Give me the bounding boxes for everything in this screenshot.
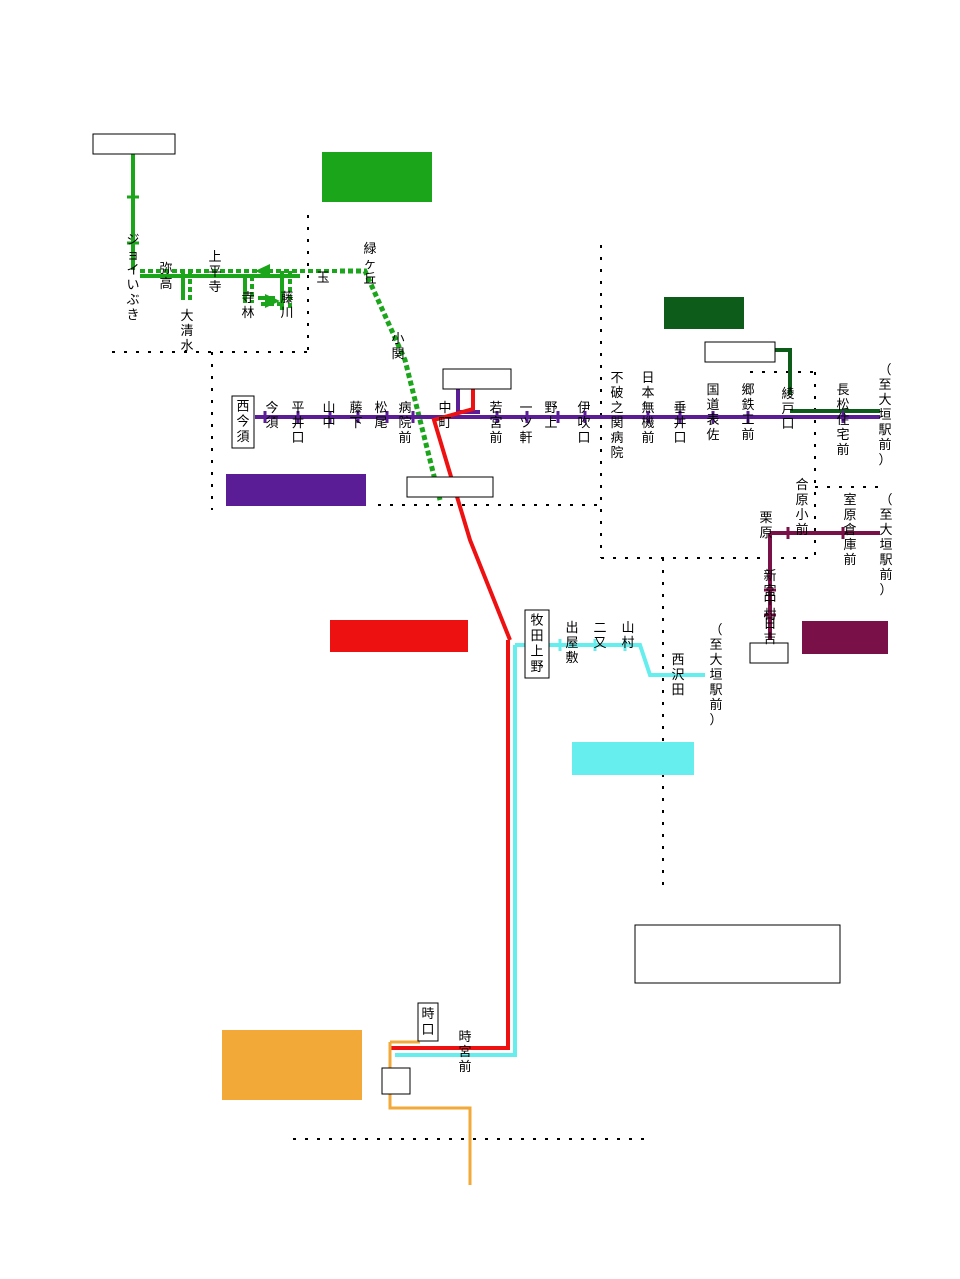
- direction-arrow: [265, 294, 280, 308]
- stop-label: 松尾: [374, 401, 387, 431]
- route-label-sanco: [222, 1030, 362, 1100]
- stop-label: （至大垣駅前）: [879, 493, 892, 598]
- stop-label: 若宮前: [489, 400, 502, 446]
- stop-box-label: 時口: [421, 1007, 434, 1038]
- stop-label: 時宮前: [458, 1030, 471, 1075]
- stop-label: 綾戸口: [781, 386, 794, 432]
- kokoku-line: [340, 268, 443, 501]
- stop-box: [704, 341, 776, 363]
- stop-label: 郷鉄工前: [741, 383, 754, 443]
- stop-box: [417, 1002, 439, 1042]
- stop-label: 弥高: [159, 261, 172, 292]
- stop-label: 栗原: [759, 511, 772, 541]
- direction-arrow: [255, 264, 270, 278]
- route-label-hiyoshi: [802, 621, 888, 654]
- stop-label: （至大垣駅前）: [709, 623, 722, 728]
- stop-label: 日吉: [763, 617, 776, 647]
- stop-label: （至大垣駅前）: [878, 363, 891, 468]
- sekigahara-tara-line: [390, 640, 510, 1050]
- stop-label: 玉: [316, 271, 329, 286]
- stop-label: 藤下: [349, 401, 362, 431]
- stop-label: 伊吹口: [577, 401, 590, 446]
- stop-label: 野上: [544, 401, 557, 431]
- stop-label: ジョイいぶき: [126, 233, 139, 323]
- stop-label: 二又: [593, 621, 606, 651]
- stop-label: 上平寺: [208, 250, 221, 295]
- stop-label: 山中: [322, 401, 335, 431]
- stop-box-label: 牧田上野: [530, 614, 543, 676]
- stop-label: 不破之関病院: [610, 371, 623, 461]
- stop-label: 垂井口: [673, 401, 686, 446]
- stop-label: 山村: [621, 621, 634, 651]
- route-label-inaba: [664, 297, 744, 329]
- ogaki-tara-line: [395, 645, 517, 1057]
- stop-label: 寺林: [241, 291, 254, 321]
- stop-label: 長松住宅前: [836, 383, 849, 458]
- route-label-kokoku: [322, 152, 432, 202]
- stop-label: 出屋敷: [565, 621, 578, 666]
- stop-label: 小関: [391, 332, 404, 362]
- boxed-labels: [92, 133, 888, 1100]
- route-label-ogakisekigahara: [226, 474, 366, 506]
- stop-label: 大清水: [180, 309, 193, 354]
- stop-label: 新宮: [763, 568, 776, 599]
- note-box: [634, 924, 841, 984]
- stop-box: [231, 395, 255, 449]
- stop-box: [442, 368, 512, 390]
- stop-box-label: 西今須: [236, 399, 249, 445]
- stop-label: 合原小前: [795, 478, 808, 538]
- station-ticks: [127, 195, 845, 651]
- stop-label: 病院前: [398, 401, 411, 446]
- stop-label: 中村: [763, 593, 776, 623]
- stop-box: [92, 133, 176, 155]
- stop-label: 平井口: [291, 401, 304, 446]
- stop-label: 西沢田: [671, 653, 684, 698]
- stop-box: [749, 642, 789, 664]
- stop-label: 一ツ軒: [519, 401, 532, 446]
- municipal-boundaries: [112, 215, 880, 1140]
- stop-box: [524, 609, 550, 679]
- stop-label: 緑ヶ丘: [363, 242, 376, 287]
- stop-box: [381, 1067, 411, 1095]
- stop-label: 藤川: [280, 291, 293, 321]
- route-label-ogakitara: [572, 742, 694, 775]
- stop-label: 今須: [265, 400, 278, 431]
- stop-label: 国道表佐: [706, 383, 719, 443]
- route-lines: [131, 153, 880, 1185]
- stop-box: [406, 476, 494, 498]
- stop-label: 中町: [438, 401, 451, 431]
- inaba-line: [770, 348, 792, 395]
- route-label-sekigaharatara: [330, 620, 468, 652]
- sekigahara-tara-line: [431, 385, 512, 641]
- ogaki-tara-line: [515, 643, 705, 677]
- stop-label: 室原倉庫前: [843, 492, 856, 568]
- stop-label: 日本無機前: [641, 371, 654, 446]
